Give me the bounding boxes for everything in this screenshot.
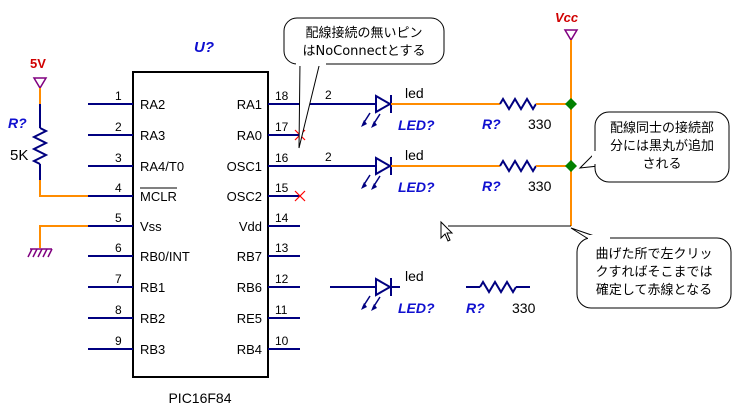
pin-number: 9	[115, 334, 122, 348]
pin-name: RB7	[237, 249, 262, 264]
resistor-left-value: 5K	[10, 147, 28, 164]
pin-number: 14	[275, 211, 289, 225]
callout-text-line: 分には黒丸が追加	[610, 138, 714, 154]
callout-text-line: 配線同士の接続部	[610, 120, 714, 136]
callout-text-line: される	[642, 157, 681, 172]
right-pin-names: RA1 RA0 OSC1 OSC2 Vdd RB7 RB6 RE5 RB4	[227, 97, 262, 357]
pin-name: RB1	[140, 280, 165, 295]
pin-name: RA0	[237, 128, 262, 143]
vcc-symbol	[563, 29, 579, 42]
pin-number: 16	[275, 151, 289, 165]
junction-dot	[565, 98, 577, 110]
ground-wire	[39, 225, 88, 248]
callout-click: 曲げた所で左クリッ クすればそこまでは 確定して赤線となる	[570, 227, 732, 309]
callout-text-line: はNoConnectとする	[302, 44, 425, 59]
pin-number: 17	[275, 120, 289, 134]
pin-name: RB4	[237, 342, 262, 357]
right-pins	[268, 103, 300, 350]
resistor-body	[499, 97, 537, 111]
led-name: led	[405, 85, 424, 101]
resistor-left-body	[31, 127, 49, 165]
chip-body[interactable]	[132, 71, 269, 378]
callout-no-connect: 配線接続の無いピン はNoConnectとする	[283, 17, 445, 149]
pin-name: RB0/INT	[140, 249, 190, 264]
callout-text-line: クすればそこまでは	[595, 265, 712, 280]
pin-number: 10	[275, 334, 289, 348]
pin-number: 11	[275, 303, 288, 317]
pin-name: RB2	[140, 311, 165, 326]
resistor-ref: R?	[482, 116, 501, 132]
right-pin-numbers: 18 17 16 15 14 13 12 11 10	[275, 89, 289, 348]
pin-name: Vdd	[239, 219, 262, 234]
pin-number: 2	[115, 120, 122, 134]
resistor-body	[479, 280, 517, 294]
pin-name: RA1	[237, 97, 262, 112]
junction-dot	[565, 160, 577, 172]
pin-number: 12	[275, 272, 289, 286]
pin-number: 4	[115, 181, 122, 195]
supply-5v-label: 5V	[30, 56, 46, 71]
pin-number: 8	[115, 303, 122, 317]
pin-name: Vss	[140, 219, 162, 234]
pin-name: RA3	[140, 128, 165, 143]
vcc-label: Vcc	[555, 10, 579, 25]
resistor-left-ref: R?	[8, 115, 27, 131]
pin-name: MCLR	[140, 189, 177, 204]
pin-name: OSC1	[227, 159, 262, 174]
pin-name: RA2	[140, 97, 165, 112]
led-symbol	[361, 277, 400, 311]
pin-name: RB3	[140, 342, 165, 357]
led-ref: LED?	[398, 300, 435, 316]
mclr-wire	[39, 180, 88, 197]
resistor-ref: R?	[466, 300, 485, 316]
pin-number: 3	[115, 151, 122, 165]
supply-5v-symbol	[32, 77, 48, 90]
pin-number: 13	[275, 241, 289, 255]
chip-part: PIC16F84	[168, 390, 231, 406]
chip-ref: U?	[194, 39, 214, 56]
resistor-value: 330	[528, 116, 552, 132]
pin-name: RE5	[237, 311, 262, 326]
led-symbol	[361, 94, 393, 128]
pin-number: 5	[115, 211, 122, 225]
led-ref: LED?	[398, 179, 435, 195]
resistor-ref: R?	[482, 178, 501, 194]
led-name: led	[405, 147, 424, 163]
pin-name: OSC2	[227, 189, 262, 204]
led-name: led	[405, 268, 424, 284]
resistor-body	[499, 159, 537, 173]
wire-label: 2	[325, 150, 332, 164]
pin-name: RB6	[237, 280, 262, 295]
callout-text-line: 配線接続の無いピン	[305, 25, 422, 41]
wire-label: 2	[325, 88, 332, 102]
callout-text-line: 確定して赤線となる	[596, 282, 712, 298]
resistor-value: 330	[512, 300, 536, 316]
pin-number: 6	[115, 241, 122, 255]
left-pin-numbers: 1 2 3 4 5 6 7 8 9	[115, 89, 122, 348]
pin-number: 15	[275, 181, 289, 195]
resistor-value: 330	[528, 178, 552, 194]
left-pin-names: RA2 RA3 RA4/T0 MCLR Vss RB0/INT RB1 RB2 …	[140, 97, 190, 357]
pin-number: 18	[275, 89, 289, 103]
led-ref: LED?	[398, 117, 435, 133]
led-symbol	[361, 156, 393, 190]
pin-name: RA4/T0	[140, 159, 184, 174]
pin-number: 1	[115, 89, 122, 103]
callout-junction: 配線同士の接続部 分には黒丸が追加 される	[578, 111, 730, 183]
ground-icon	[27, 248, 53, 258]
mouse-cursor-icon	[440, 220, 454, 242]
pin-number: 7	[115, 272, 122, 286]
left-pins	[88, 103, 133, 350]
callout-text-line: 曲げた所で左クリッ	[595, 247, 712, 262]
